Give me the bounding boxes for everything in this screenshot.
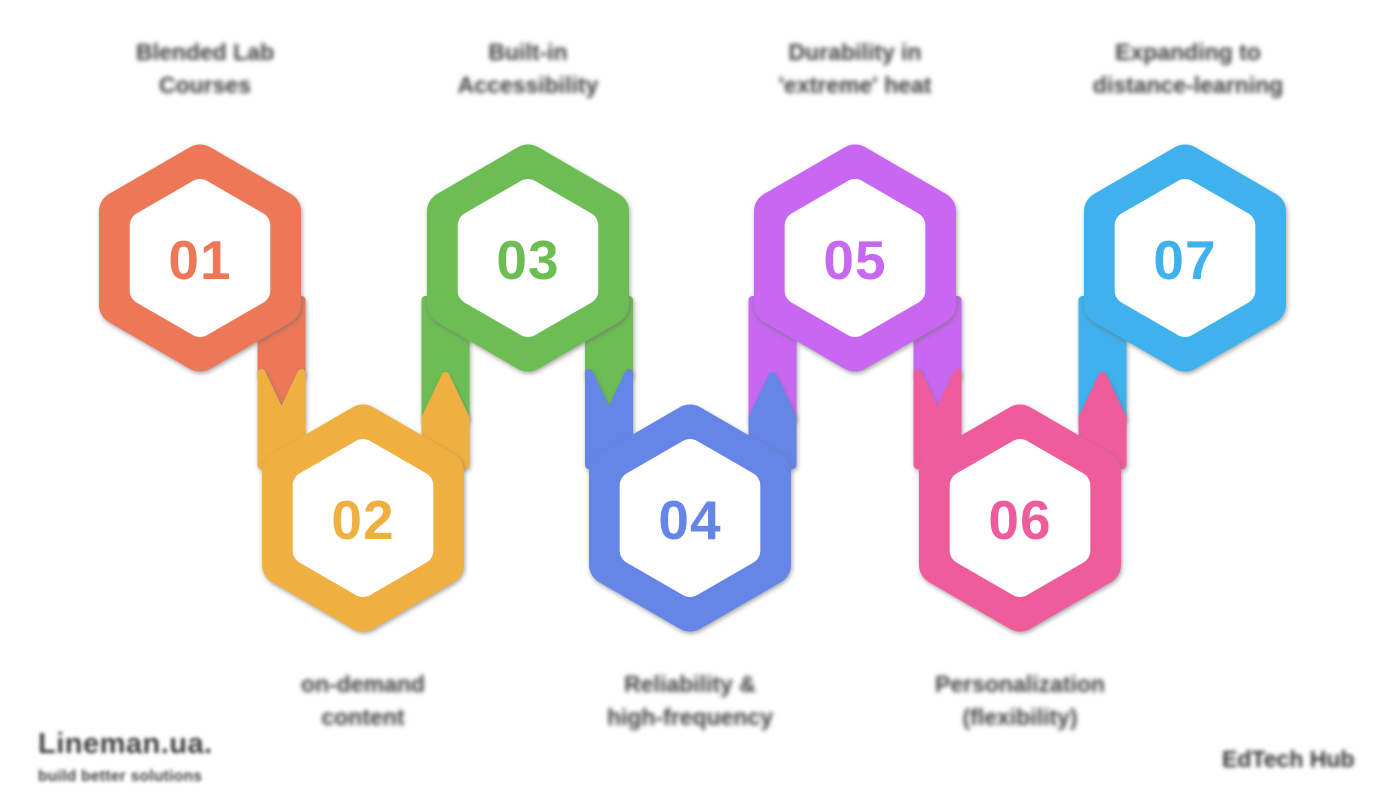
- step-label-line1: Expanding to: [1115, 39, 1261, 65]
- connector-arm: [913, 369, 962, 469]
- brand-logo: Lineman.ua. build better solutions: [38, 728, 213, 786]
- hexagon-inner: [949, 439, 1091, 597]
- step-label-line2: Accessibility: [457, 72, 599, 98]
- step-label-line2: 'extreme' heat: [778, 72, 932, 98]
- step-label-line1: on-demand: [301, 671, 425, 697]
- step-number: 04: [658, 489, 721, 551]
- step-label-05: Durability in 'extreme' heat: [685, 36, 1025, 102]
- step-label-line2: distance-learning: [1092, 72, 1284, 98]
- hexagon-inner: [619, 439, 761, 597]
- hexagon-inner: [784, 179, 926, 337]
- step-label-line2: Courses: [158, 72, 252, 98]
- hexagon-inner: [457, 179, 599, 337]
- step-number: 07: [1153, 229, 1216, 291]
- step-number: 06: [988, 489, 1051, 551]
- step-label-06: Personalization (flexibility): [850, 668, 1190, 734]
- hexagon-step-05: 05: [754, 144, 956, 372]
- hexagon-inner: [129, 179, 271, 337]
- connector-arm: [257, 369, 306, 469]
- step-label-line1: Built-in: [488, 39, 568, 65]
- hexagon-step-07: 07: [1084, 144, 1286, 372]
- step-label-line1: Reliability &: [624, 671, 756, 697]
- hexagon-step-02: 02: [262, 404, 464, 632]
- step-label-line2: content: [321, 704, 405, 730]
- hexagon-inner: [292, 439, 434, 597]
- step-number: 02: [331, 489, 394, 551]
- step-label-line1: Blended Lab: [135, 39, 274, 65]
- step-label-03: Built-in Accessibility: [358, 36, 698, 102]
- step-label-02: on-demand content: [193, 668, 533, 734]
- step-label-07: Expanding to distance-learning: [1018, 36, 1358, 102]
- credit-logo: EdTech Hub: [1222, 746, 1355, 772]
- step-number: 05: [823, 229, 886, 291]
- connector-arm: [585, 369, 633, 469]
- step-label-04: Reliability & high-frequency: [520, 668, 860, 734]
- step-number: 01: [168, 229, 231, 291]
- hexagon-step-04: 04: [589, 404, 791, 632]
- hexagon-step-06: 06: [919, 404, 1121, 632]
- hexagon-inner: [1114, 179, 1256, 337]
- hexagon-steps: 01 02 03 04 05 06 07: [99, 144, 1286, 632]
- step-label-line2: high-frequency: [606, 704, 774, 730]
- brand-name: Lineman.ua.: [38, 728, 213, 760]
- step-label-line1: Personalization: [935, 671, 1105, 697]
- step-label-line2: (flexibility): [962, 704, 1078, 730]
- step-label-01: Blended Lab Courses: [35, 36, 375, 102]
- brand-tagline: build better solutions: [38, 768, 203, 785]
- step-number: 03: [496, 229, 559, 291]
- step-label-line1: Durability in: [788, 39, 922, 65]
- hexagon-step-03: 03: [427, 144, 629, 372]
- hexagon-step-01: 01: [99, 144, 301, 372]
